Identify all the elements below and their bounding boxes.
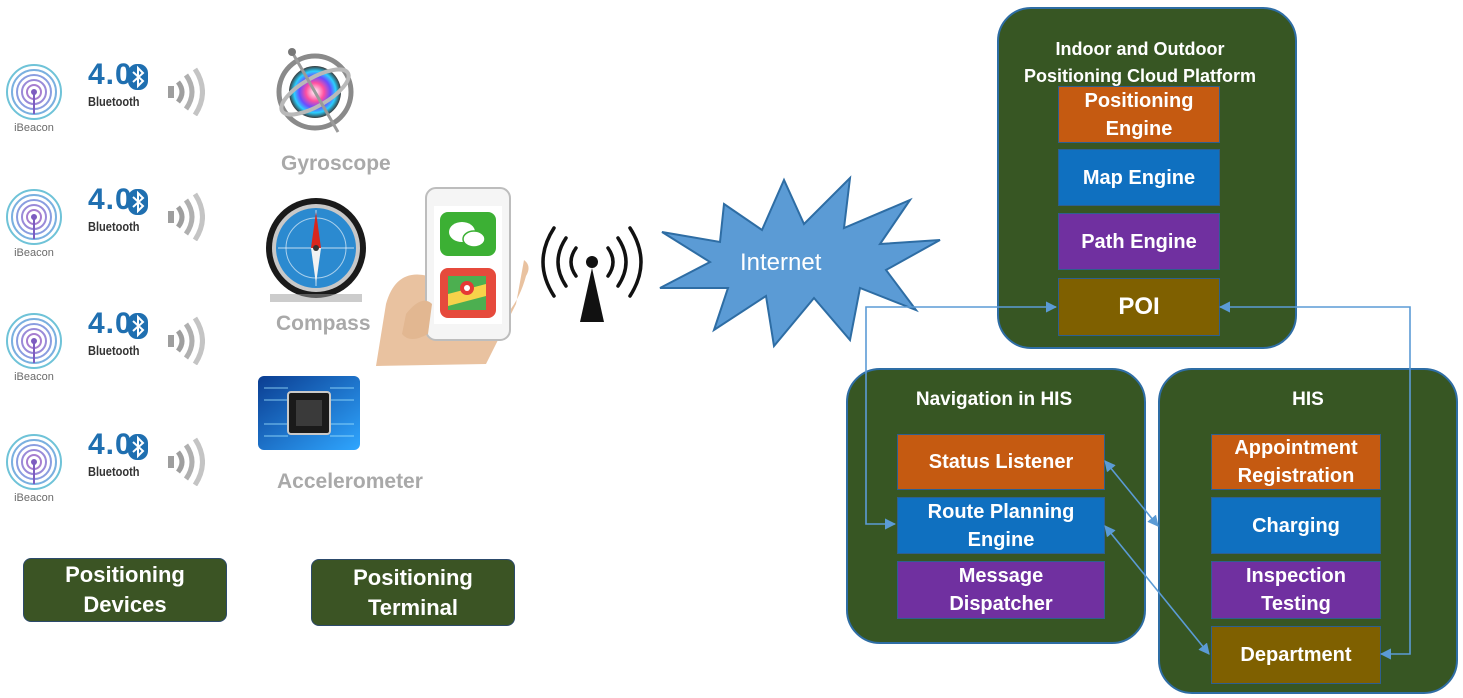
bluetooth-icon xyxy=(128,313,148,339)
accelerometer-label: Accelerometer xyxy=(277,470,423,493)
accelerometer-chip-icon xyxy=(258,376,360,450)
positioning-engine-module: Positioning Engine xyxy=(1058,86,1220,143)
poi-module: POI xyxy=(1058,278,1220,336)
bluetooth-version: 4.0 xyxy=(88,58,133,91)
his-title: HIS xyxy=(1292,389,1324,410)
internet-label: Internet xyxy=(740,249,822,276)
positioning-devices-label: Positioning Devices xyxy=(23,558,227,622)
antenna-tower-icon xyxy=(541,226,643,322)
bluetooth-label: Bluetooth xyxy=(88,343,140,358)
inspection-testing-module: Inspection Testing xyxy=(1211,561,1381,619)
bluetooth-label: Bluetooth xyxy=(88,94,140,109)
bluetooth-version: 4.0 xyxy=(88,428,133,461)
ibeacon-label: iBeacon xyxy=(14,122,54,134)
bluetooth-icon xyxy=(128,434,148,460)
smartphone-in-hand-icon xyxy=(376,187,529,366)
route-planning-engine-module: Route Planning Engine xyxy=(897,497,1105,554)
signal-waves-icon xyxy=(168,192,205,241)
signal-waves-icon xyxy=(168,316,205,365)
positioning-terminal-label: Positioning Terminal xyxy=(311,559,515,626)
appointment-registration-module: Appointment Registration xyxy=(1211,434,1381,490)
ibeacon-icon xyxy=(6,434,62,490)
ibeacon-label: iBeacon xyxy=(14,492,54,504)
signal-waves-icon xyxy=(168,67,205,116)
bluetooth-icon xyxy=(128,64,148,90)
message-dispatcher-module: Message Dispatcher xyxy=(897,561,1105,619)
cloud-platform-title: Indoor and Outdoor Positioning Cloud Pla… xyxy=(1024,39,1256,86)
charging-module: Charging xyxy=(1211,497,1381,554)
signal-waves-icon xyxy=(168,437,205,486)
bluetooth-label: Bluetooth xyxy=(88,219,140,234)
gyroscope-label: Gyroscope xyxy=(281,152,391,175)
internet-cloud-icon xyxy=(659,175,941,349)
compass-icon xyxy=(266,198,366,302)
ibeacon-label: iBeacon xyxy=(14,247,54,259)
ibeacon-icon xyxy=(6,64,62,120)
gyroscope-icon xyxy=(276,48,354,133)
bluetooth-version: 4.0 xyxy=(88,183,133,216)
navigation-his-title: Navigation in HIS xyxy=(915,389,1073,410)
ibeacon-label: iBeacon xyxy=(14,371,54,383)
status-listener-module: Status Listener xyxy=(897,434,1105,490)
bluetooth-icon xyxy=(128,189,148,215)
ibeacon-icon xyxy=(6,189,62,245)
map-engine-module: Map Engine xyxy=(1058,149,1220,206)
path-engine-module: Path Engine xyxy=(1058,213,1220,270)
ibeacon-icon xyxy=(6,313,62,369)
department-module: Department xyxy=(1211,626,1381,684)
bluetooth-label: Bluetooth xyxy=(88,464,140,479)
bluetooth-version: 4.0 xyxy=(88,307,133,340)
compass-label: Compass xyxy=(276,312,371,335)
